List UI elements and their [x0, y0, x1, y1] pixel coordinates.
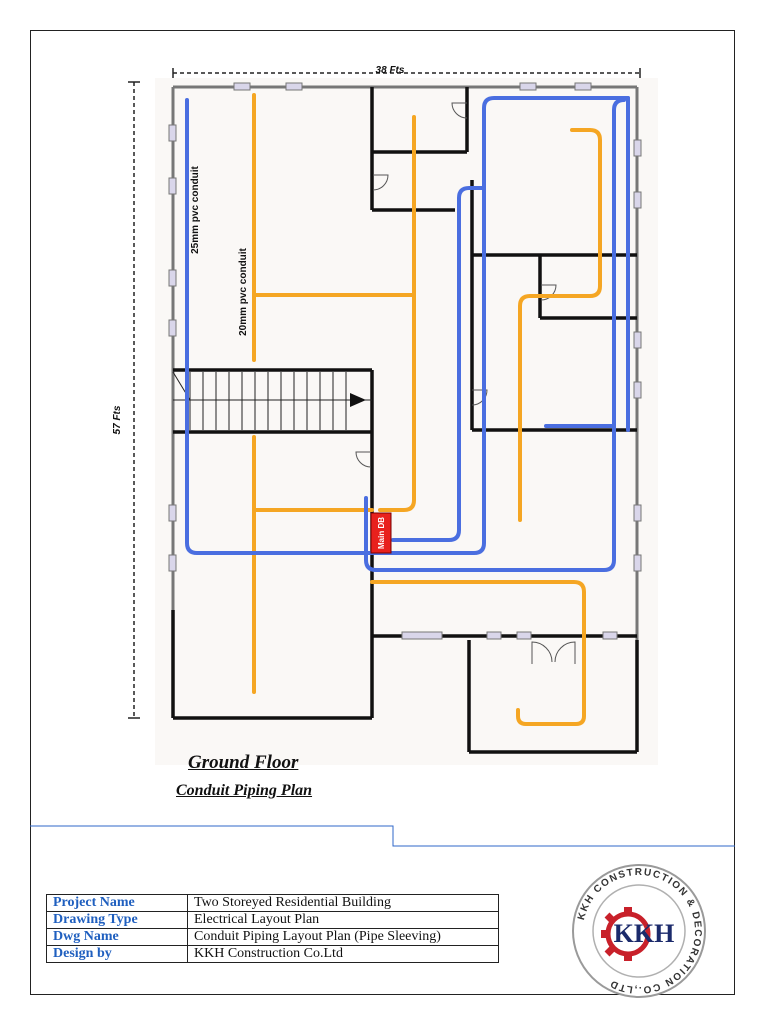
company-logo: KKH KKH CONSTRUCTION & DECORATION CO.,LT…: [572, 864, 706, 998]
orange-conduit-label: 20mm pvc conduit: [238, 247, 249, 335]
table-row: Project Name Two Storeyed Residential Bu…: [46, 894, 499, 912]
dwg-name-value: Conduit Piping Layout Plan (Pipe Sleevin…: [187, 928, 499, 946]
orange-conduits: [252, 93, 602, 726]
drawing-type-label: Drawing Type: [46, 911, 188, 929]
main-db: [370, 512, 392, 554]
drawing-subtitle: Conduit Piping Plan: [176, 782, 313, 799]
blue-conduits: [185, 96, 630, 572]
project-name-label: Project Name: [46, 894, 188, 912]
title-block-table: Project Name Two Storeyed Residential Bu…: [46, 894, 499, 963]
sheet-divider: [30, 825, 735, 847]
width-dimension-label: 38 Fts: [376, 65, 405, 76]
drawing-title: Ground Floor: [188, 752, 299, 773]
table-row: Design by KKH Construction Co.Ltd: [46, 945, 499, 963]
staircase: [172, 371, 372, 430]
design-by-value: KKH Construction Co.Ltd: [187, 945, 499, 963]
dwg-name-label: Dwg Name: [46, 928, 188, 946]
blue-conduit-label: 25mm pvc conduit: [190, 165, 201, 253]
project-name-value: Two Storeyed Residential Building: [187, 894, 499, 912]
floor-area: [155, 78, 658, 765]
main-db-label: Main DB: [377, 517, 386, 549]
width-dimension: [172, 68, 641, 78]
height-dimension: [128, 81, 140, 719]
stair-direction-arrow: [350, 393, 366, 407]
drawing-type-value: Electrical Layout Plan: [187, 911, 499, 929]
table-row: Dwg Name Conduit Piping Layout Plan (Pip…: [46, 928, 499, 946]
logo-mark: KKH: [614, 919, 675, 948]
drawing-sheet: [30, 30, 735, 995]
height-dimension-label: 57 Fts: [112, 405, 123, 434]
table-row: Drawing Type Electrical Layout Plan: [46, 911, 499, 929]
design-by-label: Design by: [46, 945, 188, 963]
windows: [168, 82, 642, 640]
